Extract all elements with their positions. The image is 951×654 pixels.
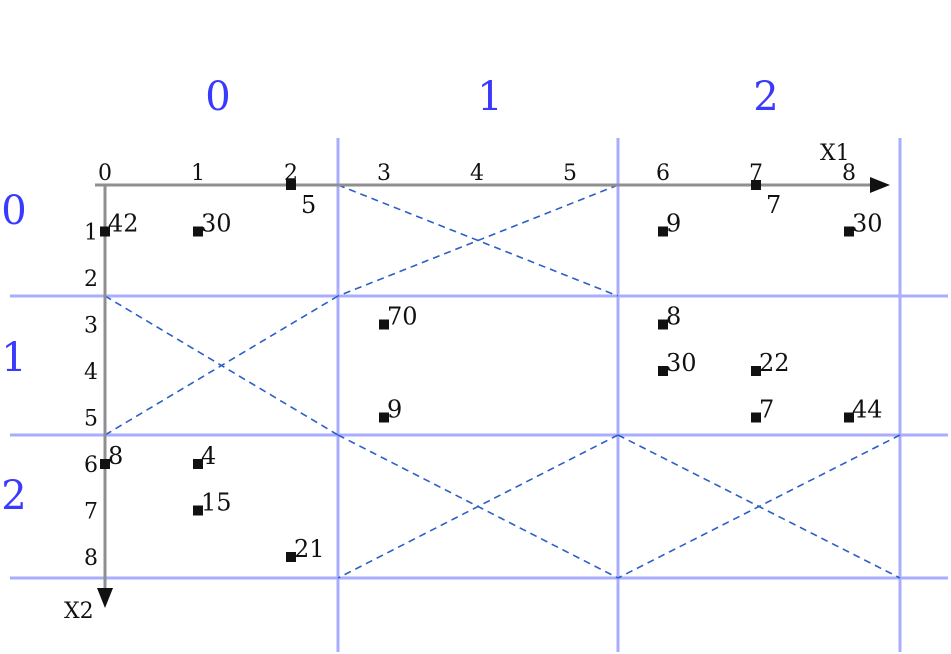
data-point-marker bbox=[379, 319, 389, 330]
data-point-value: 9 bbox=[666, 210, 681, 238]
data-point-value: 44 bbox=[852, 396, 883, 424]
data-point-marker bbox=[193, 226, 203, 237]
x1-axis-title: X1 bbox=[820, 141, 850, 166]
data-point-value: 7 bbox=[759, 396, 774, 424]
x1-tick-label: 2 bbox=[284, 161, 298, 186]
block-column-label: 2 bbox=[753, 74, 778, 120]
data-point-marker bbox=[658, 319, 668, 330]
data-point-marker bbox=[193, 505, 203, 516]
crossed-block-diagonal bbox=[617, 434, 901, 579]
x2-tick-label: 4 bbox=[84, 360, 98, 385]
data-points: 42 30 5 9 7 30 70 8 30 22 9 7 44 8 4 15 21 bbox=[100, 180, 883, 563]
data-point-marker bbox=[844, 226, 854, 237]
x1-tick-label: 8 bbox=[842, 161, 856, 186]
data-point-marker bbox=[193, 459, 203, 469]
x2-tick-label: 8 bbox=[84, 546, 98, 571]
data-point-value: 9 bbox=[387, 396, 402, 424]
data-point-value: 30 bbox=[666, 349, 697, 377]
x1-tick-label: 3 bbox=[377, 161, 391, 186]
x1-axis-arrowhead bbox=[870, 177, 890, 193]
axis-tick-labels: 0 1 2 3 4 5 6 7 8 1 2 3 4 5 6 7 8 bbox=[84, 161, 856, 571]
data-point-marker bbox=[658, 226, 668, 237]
data-point-value: 22 bbox=[759, 349, 790, 377]
data-point-marker bbox=[751, 366, 761, 376]
data-point-value: 30 bbox=[852, 210, 883, 238]
data-point-marker bbox=[286, 552, 296, 562]
block-row-label: 2 bbox=[1, 473, 26, 519]
data-point-value: 15 bbox=[201, 489, 232, 517]
data-point-marker bbox=[286, 180, 296, 190]
x2-axis-arrowhead bbox=[97, 588, 113, 608]
crossed-block-diagonal bbox=[337, 434, 619, 579]
x1-tick-label: 7 bbox=[749, 161, 763, 186]
x2-axis-title: X2 bbox=[64, 599, 94, 624]
data-point-value: 30 bbox=[201, 210, 232, 238]
block-labels: 0 1 2 0 1 2 bbox=[1, 74, 778, 519]
data-point-value: 4 bbox=[201, 442, 216, 470]
x2-tick-label: 1 bbox=[84, 221, 98, 246]
block-grid-lines bbox=[10, 138, 948, 652]
x2-tick-label: 5 bbox=[84, 407, 98, 432]
data-point-value: 21 bbox=[294, 535, 325, 563]
data-point-marker bbox=[751, 412, 761, 423]
crossed-block-lines bbox=[104, 184, 901, 579]
data-point-value: 8 bbox=[666, 303, 681, 331]
data-point-marker bbox=[379, 412, 389, 423]
block-row-label: 1 bbox=[1, 335, 26, 381]
data-point-value: 8 bbox=[108, 442, 123, 470]
data-point-marker bbox=[100, 226, 110, 237]
block-column-label: 1 bbox=[477, 74, 502, 120]
data-point-marker bbox=[658, 366, 668, 376]
x1-tick-label: 0 bbox=[98, 161, 112, 186]
data-point-value: 42 bbox=[108, 210, 139, 238]
x2-tick-label: 3 bbox=[84, 314, 98, 339]
crossed-block-diagonal bbox=[337, 184, 619, 297]
x2-tick-label: 2 bbox=[84, 267, 98, 292]
data-point-value: 5 bbox=[301, 191, 316, 219]
axes: X1 X2 bbox=[64, 141, 890, 624]
x2-tick-label: 6 bbox=[84, 453, 98, 478]
data-point-value: 7 bbox=[766, 191, 781, 219]
x1-tick-label: 5 bbox=[563, 161, 577, 186]
data-point-marker bbox=[100, 459, 110, 469]
data-point-marker bbox=[844, 412, 854, 423]
block-column-label: 0 bbox=[205, 74, 230, 120]
x1-tick-label: 4 bbox=[470, 161, 484, 186]
x1-tick-label: 1 bbox=[191, 161, 205, 186]
data-point-marker bbox=[751, 180, 761, 190]
crossed-block-diagonal bbox=[104, 295, 339, 436]
block-row-label: 0 bbox=[1, 188, 26, 234]
x2-tick-label: 7 bbox=[84, 500, 98, 525]
x1-tick-label: 6 bbox=[656, 161, 670, 186]
data-point-value: 70 bbox=[387, 303, 418, 331]
